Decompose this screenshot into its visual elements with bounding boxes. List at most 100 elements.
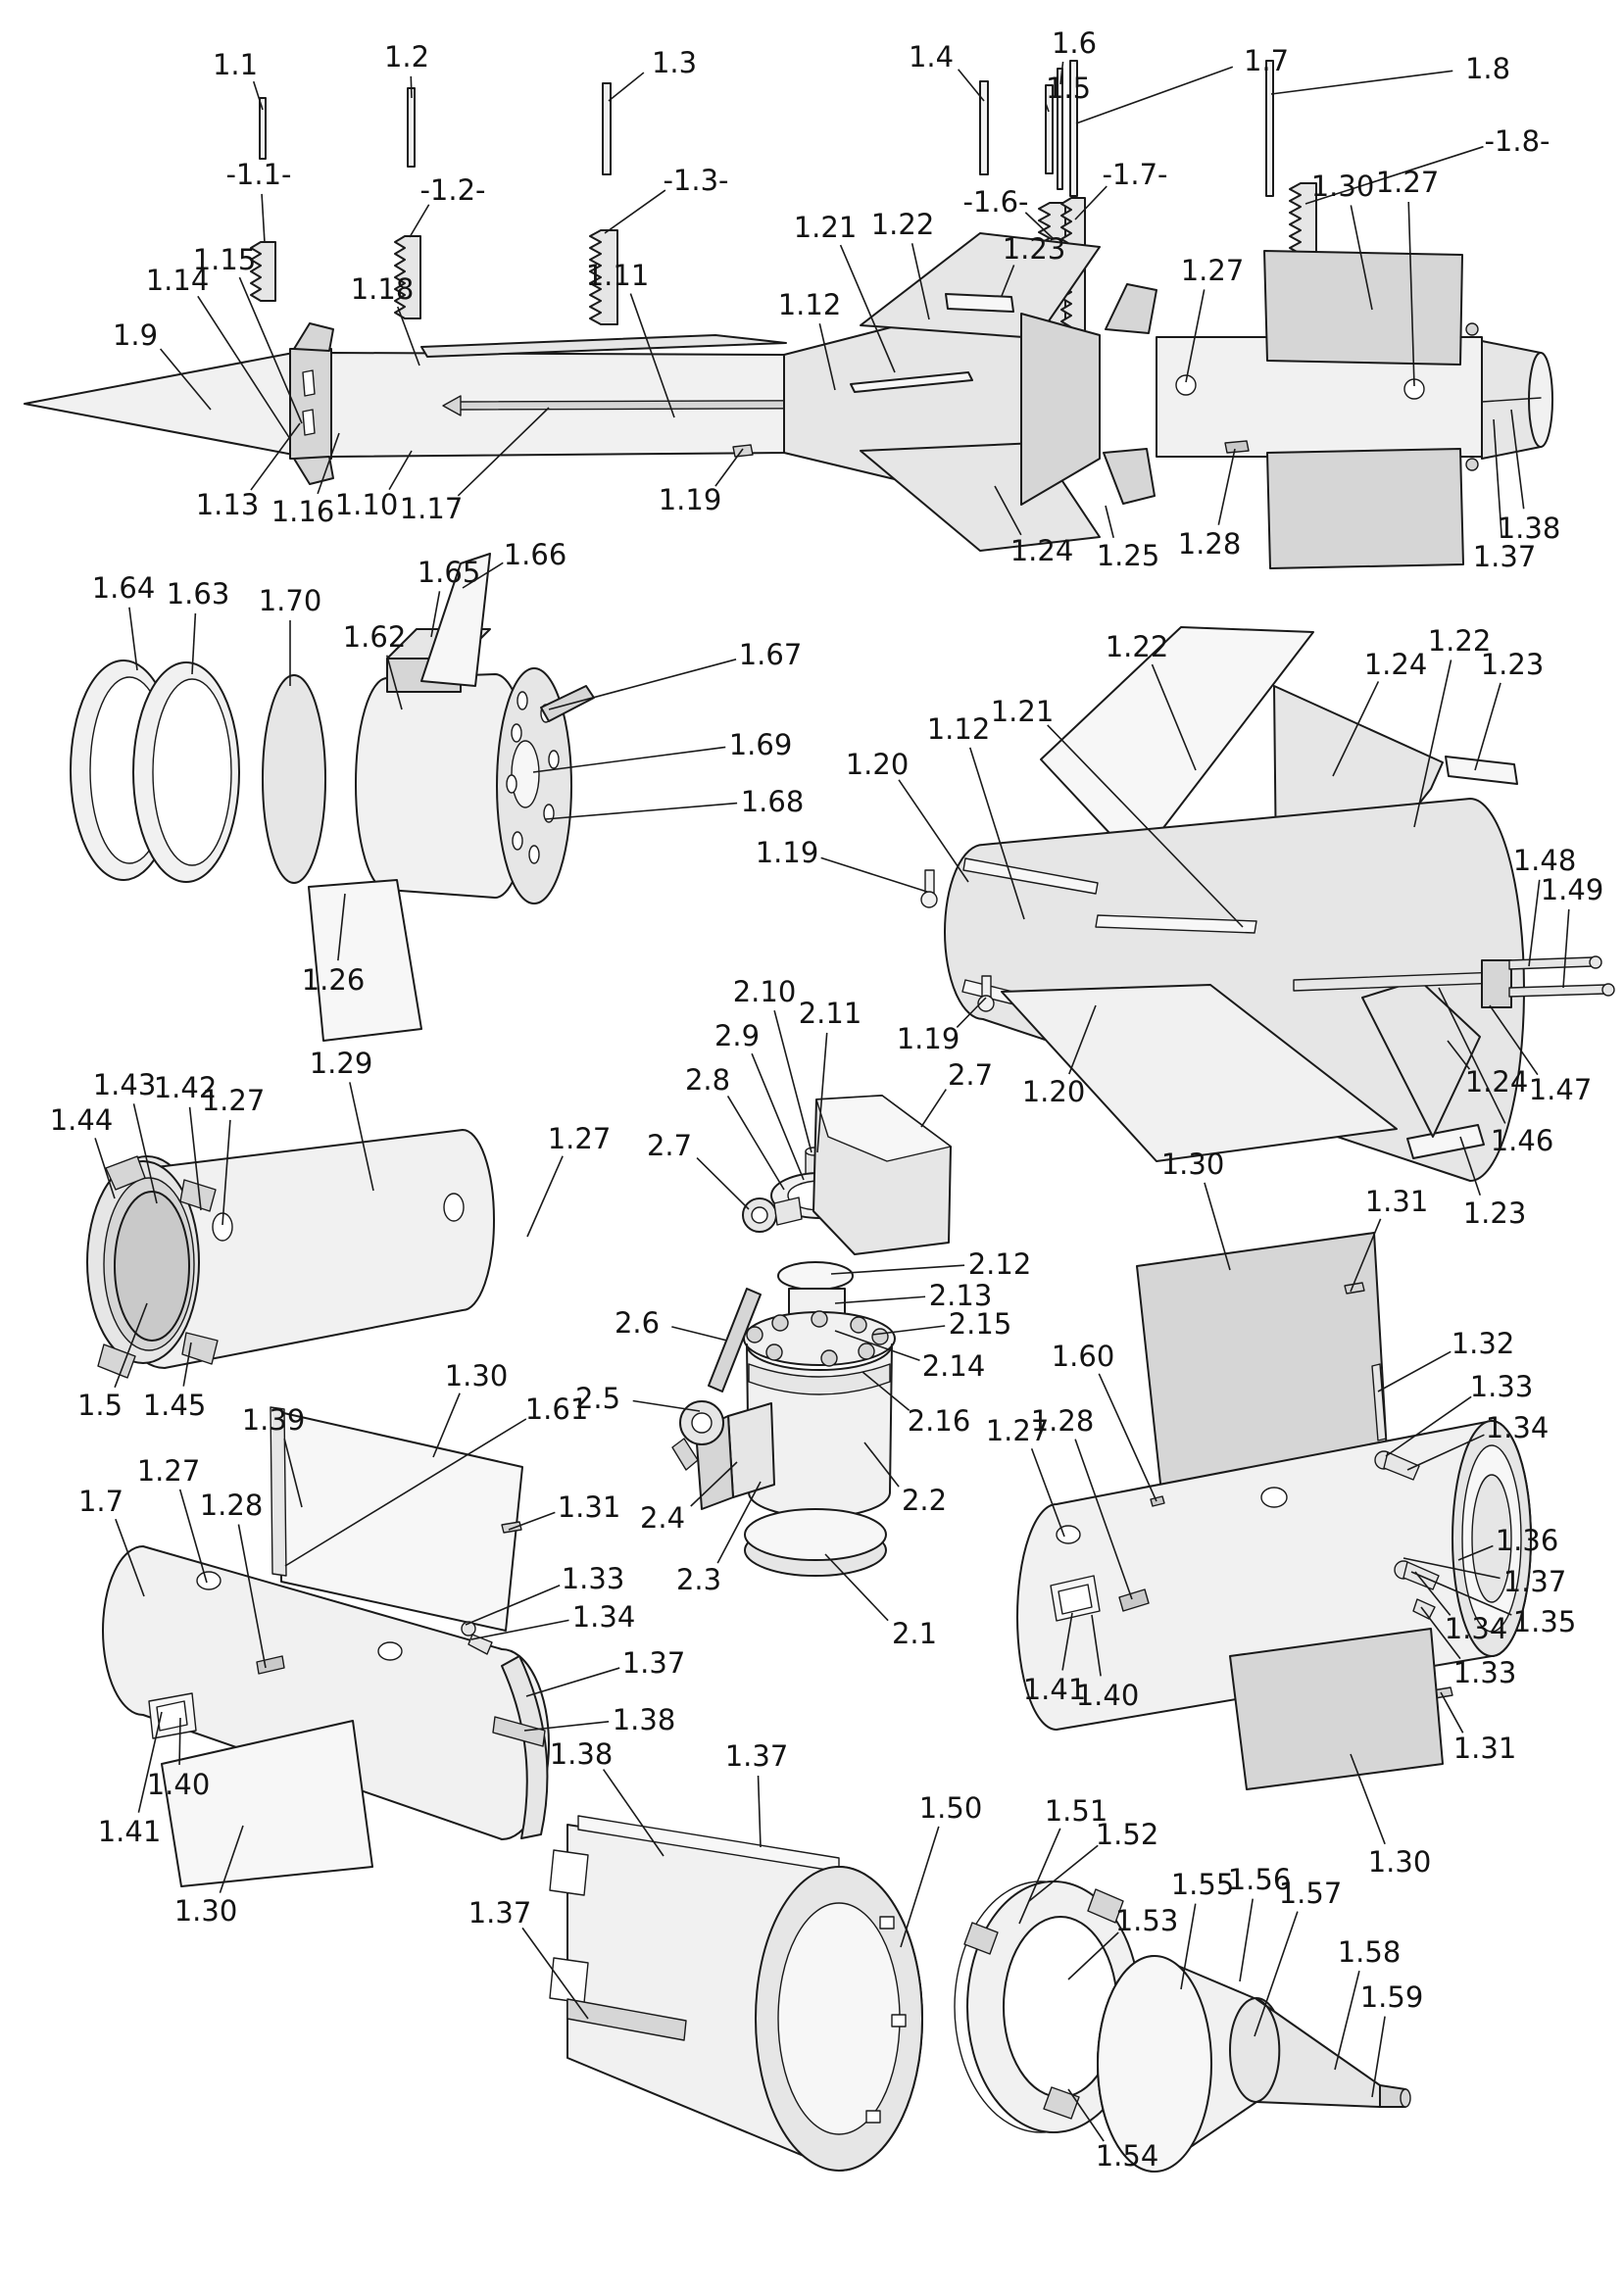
- part-label: 1.34: [1415, 1572, 1507, 1645]
- cone-fin-bottom: [1002, 985, 1397, 1161]
- part-number-text: 1.12: [927, 712, 991, 746]
- pin-cap: [1590, 956, 1601, 968]
- part-label: 1.9: [113, 318, 211, 410]
- part-number-text: 1.30: [1368, 1845, 1432, 1879]
- part-label: 2.13: [835, 1279, 992, 1312]
- part-label: 1.8: [1271, 52, 1510, 94]
- label-leader-line: [433, 1393, 460, 1457]
- center-hole: [512, 741, 539, 807]
- label-leader-line: [1351, 1754, 1385, 1844]
- label-leader-line: [959, 70, 984, 101]
- label-leader-line: [411, 76, 412, 98]
- part-number-text: 1.63: [167, 577, 230, 611]
- canard-fin-lower: [294, 457, 333, 484]
- part-label: 1.46: [1439, 988, 1553, 1157]
- part-label: 1.45: [143, 1343, 206, 1422]
- part-label: 1.41: [1023, 1613, 1086, 1706]
- booster-tube-exploded: [1017, 1233, 1531, 1789]
- part-number-text: 1.10: [335, 488, 399, 521]
- label-leader-line: [970, 748, 1024, 919]
- label-leader-line: [458, 408, 549, 496]
- part-label: 1.2: [384, 40, 429, 98]
- label-leader-line: [1068, 2089, 1104, 2141]
- part-label: 1.58: [1335, 1935, 1401, 2070]
- part-number-text: 1.61: [525, 1392, 589, 1426]
- part-label: 1.4: [909, 40, 984, 101]
- part-number-text: 1.52: [1096, 1818, 1159, 1851]
- label-leader-line: [138, 1712, 162, 1813]
- part-label: 1.38: [550, 1737, 664, 1856]
- fin-edge-strip: [1372, 1364, 1386, 1441]
- tube-hole: [197, 1572, 221, 1589]
- part-label: 1.62: [343, 620, 406, 709]
- part-number-text: 1.16: [271, 495, 335, 528]
- part-label: 1.59: [1360, 1980, 1423, 2097]
- part-number-text: -1.3-: [663, 164, 728, 197]
- lever-handle: [672, 1439, 698, 1470]
- label-leader-line: [831, 1265, 964, 1274]
- label-leader-line: [899, 780, 968, 882]
- part-label: 1.31: [1441, 1692, 1516, 1765]
- canard-collar: [290, 349, 331, 459]
- part-label: 1.36: [1458, 1524, 1558, 1560]
- flange-bolt: [821, 1350, 837, 1366]
- inner-disc: [115, 1192, 189, 1341]
- part-label: 1.5: [1046, 72, 1091, 112]
- part-label: 1.19: [659, 449, 743, 516]
- wedge-top-face: [816, 1096, 951, 1161]
- part-label: 1.27: [527, 1122, 611, 1237]
- label-leader-line: [549, 659, 736, 709]
- tube-hole: [1057, 1526, 1080, 1543]
- part-number-text: 1.33: [1470, 1370, 1534, 1403]
- part-label: -1.3-: [605, 164, 729, 233]
- part-number-text: 2.3: [676, 1563, 721, 1596]
- label-leader-line: [1494, 419, 1501, 537]
- label-leader-line: [254, 81, 263, 110]
- part-number-text: 1.47: [1529, 1073, 1593, 1106]
- part-number-text: 1.60: [1052, 1340, 1115, 1373]
- part-label: 1.28: [1178, 449, 1242, 561]
- part-label: 1.23: [1475, 648, 1544, 770]
- part-number-text: 2.14: [922, 1349, 986, 1383]
- part-number-text: 1.1: [213, 48, 258, 81]
- part-number-text: 1.19: [659, 483, 722, 516]
- part-number-text: 1.34: [1445, 1612, 1508, 1645]
- part-number-text: 1.20: [1022, 1075, 1086, 1108]
- part-number-text: 1.14: [146, 264, 210, 297]
- part-number-text: 2.16: [908, 1404, 971, 1438]
- part-number-text: 1.34: [572, 1600, 636, 1634]
- part-number-text: 1.23: [1481, 648, 1545, 681]
- part-label: 1.22: [1106, 630, 1196, 770]
- part-label: 2.8: [685, 1063, 784, 1190]
- folding-fin-bottom: [1230, 1629, 1443, 1789]
- label-leader-line: [389, 451, 412, 490]
- part-label: 1.27: [202, 1084, 265, 1225]
- inspection-window-inner: [1058, 1585, 1092, 1614]
- label-leader-line: [1563, 909, 1569, 988]
- strip-1-4: [980, 81, 988, 174]
- plate-hole: [544, 805, 554, 822]
- flange-bolt: [766, 1344, 782, 1360]
- part-number-text: 1.28: [1178, 527, 1242, 561]
- part-number-text: 1.34: [1486, 1411, 1550, 1444]
- aft-nozzle-ring: [1529, 353, 1552, 447]
- sleeve-notch: [550, 1958, 588, 2003]
- aft-divider-ring: [1482, 398, 1541, 402]
- part-label: 2.4: [640, 1462, 737, 1535]
- plate-hole: [529, 846, 539, 863]
- label-leader-line: [466, 1586, 560, 1625]
- lug-link: [774, 1197, 802, 1225]
- crescent-band: [493, 1717, 545, 1746]
- part-number-text: 1.33: [1453, 1656, 1517, 1689]
- part-number-text: 1.67: [739, 638, 803, 671]
- part-number-text: 2.10: [733, 975, 797, 1008]
- part-label: 2.3: [676, 1482, 761, 1596]
- strip-1-3: [603, 83, 611, 174]
- part-number-text: 2.9: [714, 1019, 760, 1052]
- part-number-text: 1.18: [351, 272, 415, 306]
- part-number-text: 1.25: [1097, 539, 1160, 572]
- label-leader-line: [604, 1770, 664, 1856]
- label-leader-line: [1046, 103, 1049, 112]
- flange-bolt: [747, 1327, 763, 1343]
- part-number-text: 2.6: [615, 1306, 660, 1340]
